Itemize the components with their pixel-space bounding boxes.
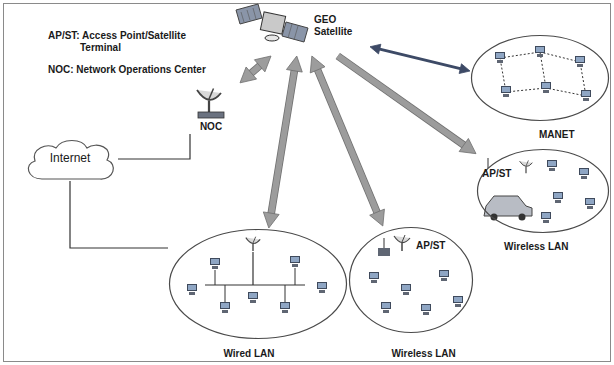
- lan-ellipse: Wireless LAN: [348, 226, 474, 361]
- manet-ellipse: MANET: [470, 34, 610, 142]
- arrow-head: [370, 209, 385, 226]
- legend-note: AP/ST: Access Point/Satellite Terminal: [48, 30, 208, 54]
- arrow-head: [254, 56, 271, 72]
- link-line: [70, 181, 168, 248]
- node-label: Wired LAN: [223, 348, 274, 360]
- ellipse-outline: [348, 226, 474, 334]
- link-outline: [251, 65, 261, 74]
- noc-station: NOC: [182, 82, 240, 134]
- arrow-head: [310, 56, 325, 73]
- link-connector: [338, 56, 476, 154]
- terminal-label: AP/ST: [482, 168, 522, 180]
- wireless-lan-hosts: [484, 158, 595, 223]
- link-connector: [370, 44, 470, 73]
- arrow-head: [370, 44, 381, 54]
- node-label: Wireless LAN: [504, 241, 568, 253]
- lan-ellipse: Wired LAN: [168, 228, 348, 361]
- internet-cloud: Internet: [22, 137, 118, 181]
- satellite-icon: [236, 4, 308, 42]
- link-connector: [240, 56, 271, 83]
- node-label: GEO Satellite: [314, 14, 368, 37]
- legend-note: NOC: Network Operations Center: [48, 64, 228, 76]
- link-line: [251, 65, 261, 74]
- link-line: [271, 70, 294, 214]
- wireless-lan-hosts: [369, 235, 463, 315]
- link-line: [317, 69, 377, 213]
- link-line: [118, 134, 190, 159]
- arrow-head: [459, 138, 476, 153]
- link-line: [379, 49, 462, 69]
- node-label: NOC: [200, 121, 222, 133]
- arrow-head: [286, 56, 302, 72]
- link-outline: [338, 56, 465, 146]
- link-connector: [70, 181, 168, 248]
- arrow-head: [240, 67, 257, 83]
- link-connector: [118, 134, 190, 159]
- satellite-node: GEO Satellite: [232, 4, 370, 56]
- arrow-head: [459, 64, 470, 74]
- ellipse-outline: [476, 148, 610, 234]
- ellipse-outline: [168, 228, 348, 340]
- terminal-label: AP/ST: [416, 240, 456, 252]
- wired-lan-hosts: [187, 237, 327, 313]
- lan-ellipse: Wireless LAN: [476, 148, 610, 254]
- link-line: [338, 56, 465, 146]
- ellipse-outline: [470, 34, 610, 122]
- link-outline: [317, 69, 377, 213]
- node-label: Internet: [50, 152, 91, 166]
- link-connector: [263, 56, 302, 228]
- noc-dish-icon: [197, 89, 224, 119]
- arrow-head: [263, 212, 279, 228]
- figure-frame: [3, 3, 611, 362]
- node-label: MANET: [539, 129, 575, 141]
- link-outline: [271, 70, 294, 214]
- node-label: Wireless LAN: [391, 348, 455, 360]
- manet-hosts: [495, 46, 591, 101]
